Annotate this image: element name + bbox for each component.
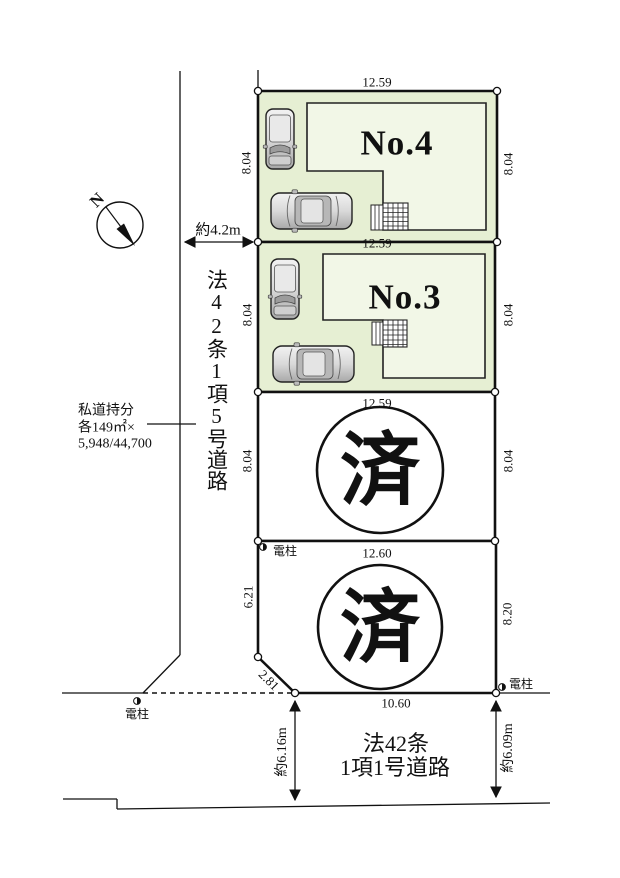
dim-no3-right: 8.04 xyxy=(500,303,516,327)
dim-lotb-left: 6.21 xyxy=(240,585,256,609)
compass-icon xyxy=(96,201,144,249)
bottom-road-left-width: 約6.16m xyxy=(275,727,290,777)
left-road-width: 約4.2m xyxy=(195,222,241,239)
stairs-no3-icon xyxy=(371,319,408,348)
van-no4-icon xyxy=(262,108,298,170)
sedan-no3-icon xyxy=(272,342,355,386)
plot-no3-label: No.3 xyxy=(368,277,442,317)
left-road-name: 法42条1項5号道路 xyxy=(204,269,229,491)
stairs-no4-icon xyxy=(370,202,409,231)
sold-circle-lota xyxy=(315,405,445,535)
dim-lotb-bottom: 10.60 xyxy=(381,695,411,711)
bottom-road-name-line1: 法42条 xyxy=(362,731,430,756)
house-no3-outline xyxy=(322,253,486,379)
bottom-road-right-width: 約6.09m xyxy=(501,723,516,773)
bottom-road-name-line2: 1項1号道路 xyxy=(339,755,451,780)
dim-no4-bottom: 12.59 xyxy=(362,235,392,251)
road-lines xyxy=(62,70,551,810)
pole-right-label: 電柱 xyxy=(508,677,534,691)
dim-lotb-right: 8.20 xyxy=(499,602,515,626)
dim-no3-left: 8.04 xyxy=(239,303,255,327)
dimension-arrows xyxy=(183,236,502,802)
pole-left-label: 電柱 xyxy=(124,707,150,721)
sold-circle-lotb xyxy=(316,563,444,691)
sedan-no4-icon xyxy=(270,189,353,233)
dim-lotb-top: 12.60 xyxy=(362,545,392,561)
private-road-note-line3: 5,948/44,700 xyxy=(78,436,152,452)
dim-no4-left: 8.04 xyxy=(238,151,254,175)
dim-lota-right: 8.04 xyxy=(500,449,516,473)
private-road-note-line2: 各149㎡× xyxy=(78,420,135,436)
lota-sold-stamp: 済 xyxy=(340,428,420,516)
utility-pole-markers xyxy=(133,543,506,705)
pole-middle-label: 電柱 xyxy=(272,544,298,558)
dim-no4-right: 8.04 xyxy=(500,152,516,176)
van-no3-icon xyxy=(267,258,303,320)
boundary-markers xyxy=(253,86,502,698)
dim-lota-top: 12.59 xyxy=(362,395,392,411)
dim-no4-top: 12.59 xyxy=(362,74,392,90)
dim-lota-left: 8.04 xyxy=(239,449,255,473)
private-road-note-line1: 私道持分 xyxy=(78,403,134,419)
plot-no4-label: No.4 xyxy=(360,123,434,163)
lotb-sold-stamp: 済 xyxy=(340,585,420,673)
